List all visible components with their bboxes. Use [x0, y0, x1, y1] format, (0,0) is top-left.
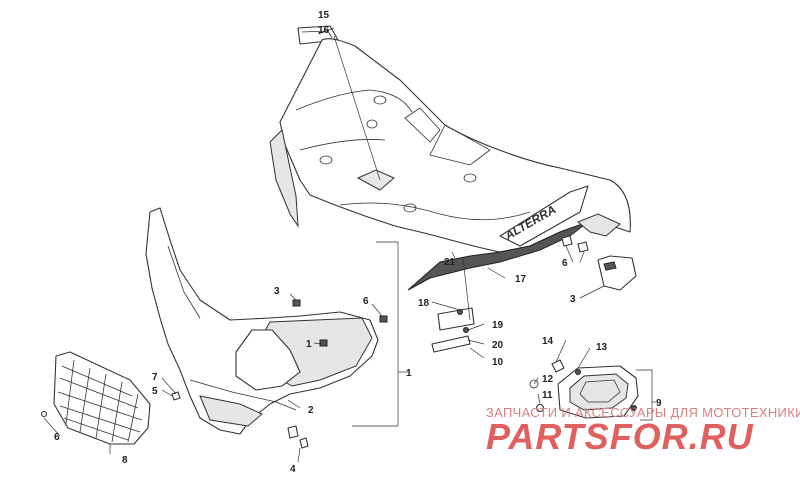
leader-lines [43, 27, 656, 463]
callout-8: 8 [122, 455, 128, 466]
callout-9: 9 [656, 398, 662, 409]
watermark-logo: PARTSFOR.RU [486, 416, 754, 457]
callout-11: 11 [542, 390, 553, 401]
callout-19: 19 [492, 320, 504, 331]
callout-6-right: 6 [562, 258, 568, 269]
callout-3-left: 3 [274, 286, 280, 297]
callout-7: 7 [152, 372, 158, 383]
callout-15: 15 [318, 10, 330, 21]
front-bumper-part-1 [145, 207, 388, 435]
fastener-group-right [561, 235, 637, 291]
callout-18: 18 [418, 298, 430, 309]
fasteners-left [40, 391, 309, 449]
callout-3-right: 3 [570, 294, 576, 305]
callout-10: 10 [492, 357, 504, 368]
callout-2: 2 [308, 405, 314, 416]
callout-14: 14 [542, 336, 554, 347]
bracket-assembly [431, 307, 475, 353]
headlight-part-9 [529, 359, 639, 419]
callout-6-left: 6 [54, 432, 60, 443]
callout-13: 13 [596, 342, 608, 353]
callout-20: 20 [492, 340, 504, 351]
callout-12: 12 [542, 374, 554, 385]
callout-1-inner: 1 [306, 339, 312, 350]
front-fender-body: ALTERRA [269, 38, 631, 291]
callout-5: 5 [152, 386, 158, 397]
callout-1-bracket: 1 [406, 368, 412, 379]
callout-17: 17 [515, 274, 527, 285]
callout-labels: 15 16 21 17 6 3 3 6 18 19 20 10 1 1 14 1… [54, 10, 662, 475]
grille-part-8 [53, 351, 151, 445]
watermark-subtitle: ЗАПЧАСТИ И АКСЕССУАРЫ ДЛЯ МОТОТЕХНИКИ [486, 405, 800, 420]
callout-4: 4 [290, 464, 296, 475]
callout-6-center: 6 [363, 296, 369, 307]
callout-21: 21 [444, 257, 456, 268]
callout-16: 16 [318, 25, 330, 36]
